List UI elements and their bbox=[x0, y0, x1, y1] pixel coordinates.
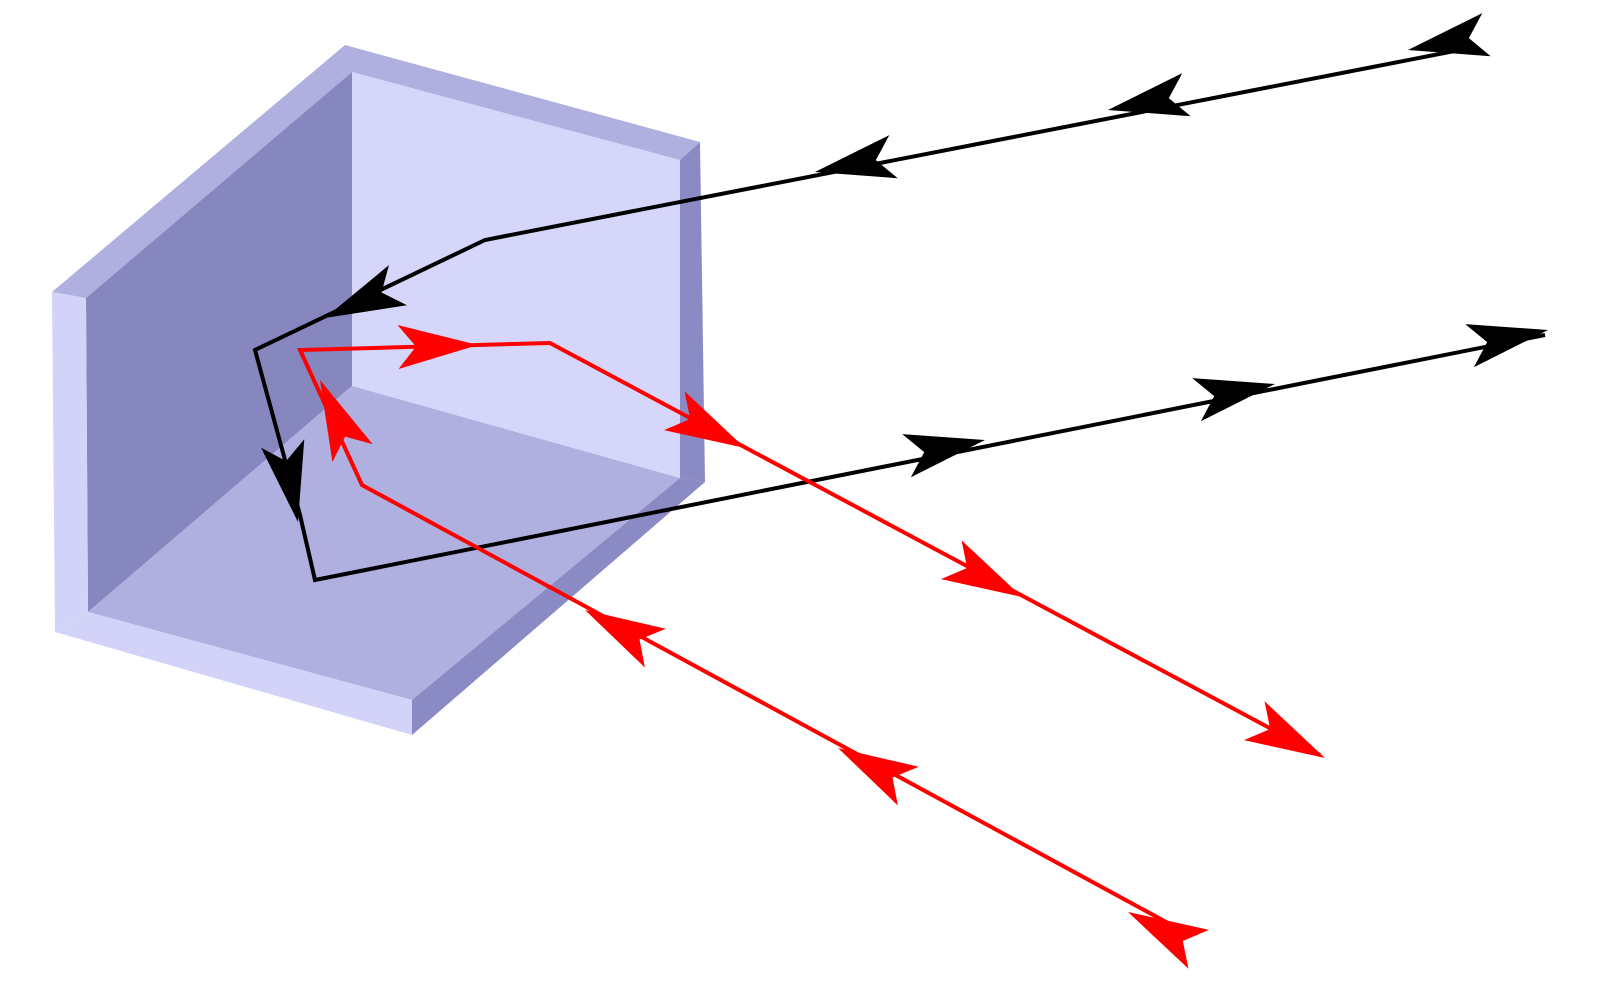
black-ray-arrowhead-icon bbox=[815, 135, 898, 179]
floor-front-edge bbox=[55, 612, 412, 735]
red-ray-arrowhead-icon bbox=[585, 610, 666, 668]
black-ray-path bbox=[252, 46, 1546, 583]
red-ray-arrowhead-icon bbox=[1243, 701, 1325, 758]
black-ray-arrowhead-icon bbox=[261, 439, 305, 522]
black-ray-arrowhead-icon bbox=[1465, 324, 1548, 368]
red-ray-arrowhead-icon bbox=[838, 748, 919, 806]
red-ray-arrowhead-icon bbox=[397, 325, 478, 369]
corner-cube bbox=[52, 45, 705, 735]
top-rim-face bbox=[52, 45, 700, 298]
red-ray-arrowhead-icon bbox=[320, 380, 373, 463]
black-ray-arrowhead-icon bbox=[902, 434, 985, 478]
back-wall-face bbox=[352, 72, 680, 478]
black-ray bbox=[252, 46, 1546, 583]
red-ray-arrowhead-icon bbox=[1128, 912, 1210, 969]
black-ray-arrowhead-icon bbox=[1108, 73, 1191, 117]
side-wall-left-edge bbox=[52, 292, 88, 632]
side-wall-face bbox=[86, 72, 352, 612]
floor-right-edge bbox=[412, 478, 705, 735]
black-ray-arrowhead-icon bbox=[1408, 13, 1491, 57]
black-ray-arrowhead-icon bbox=[325, 265, 407, 318]
red-ray-arrowhead-icon bbox=[940, 540, 1022, 597]
floor-face bbox=[88, 386, 680, 700]
black-ray-arrowhead-icon bbox=[1192, 378, 1275, 422]
arrowheads bbox=[261, 13, 1548, 969]
red-ray-arrowhead-icon bbox=[663, 391, 745, 448]
